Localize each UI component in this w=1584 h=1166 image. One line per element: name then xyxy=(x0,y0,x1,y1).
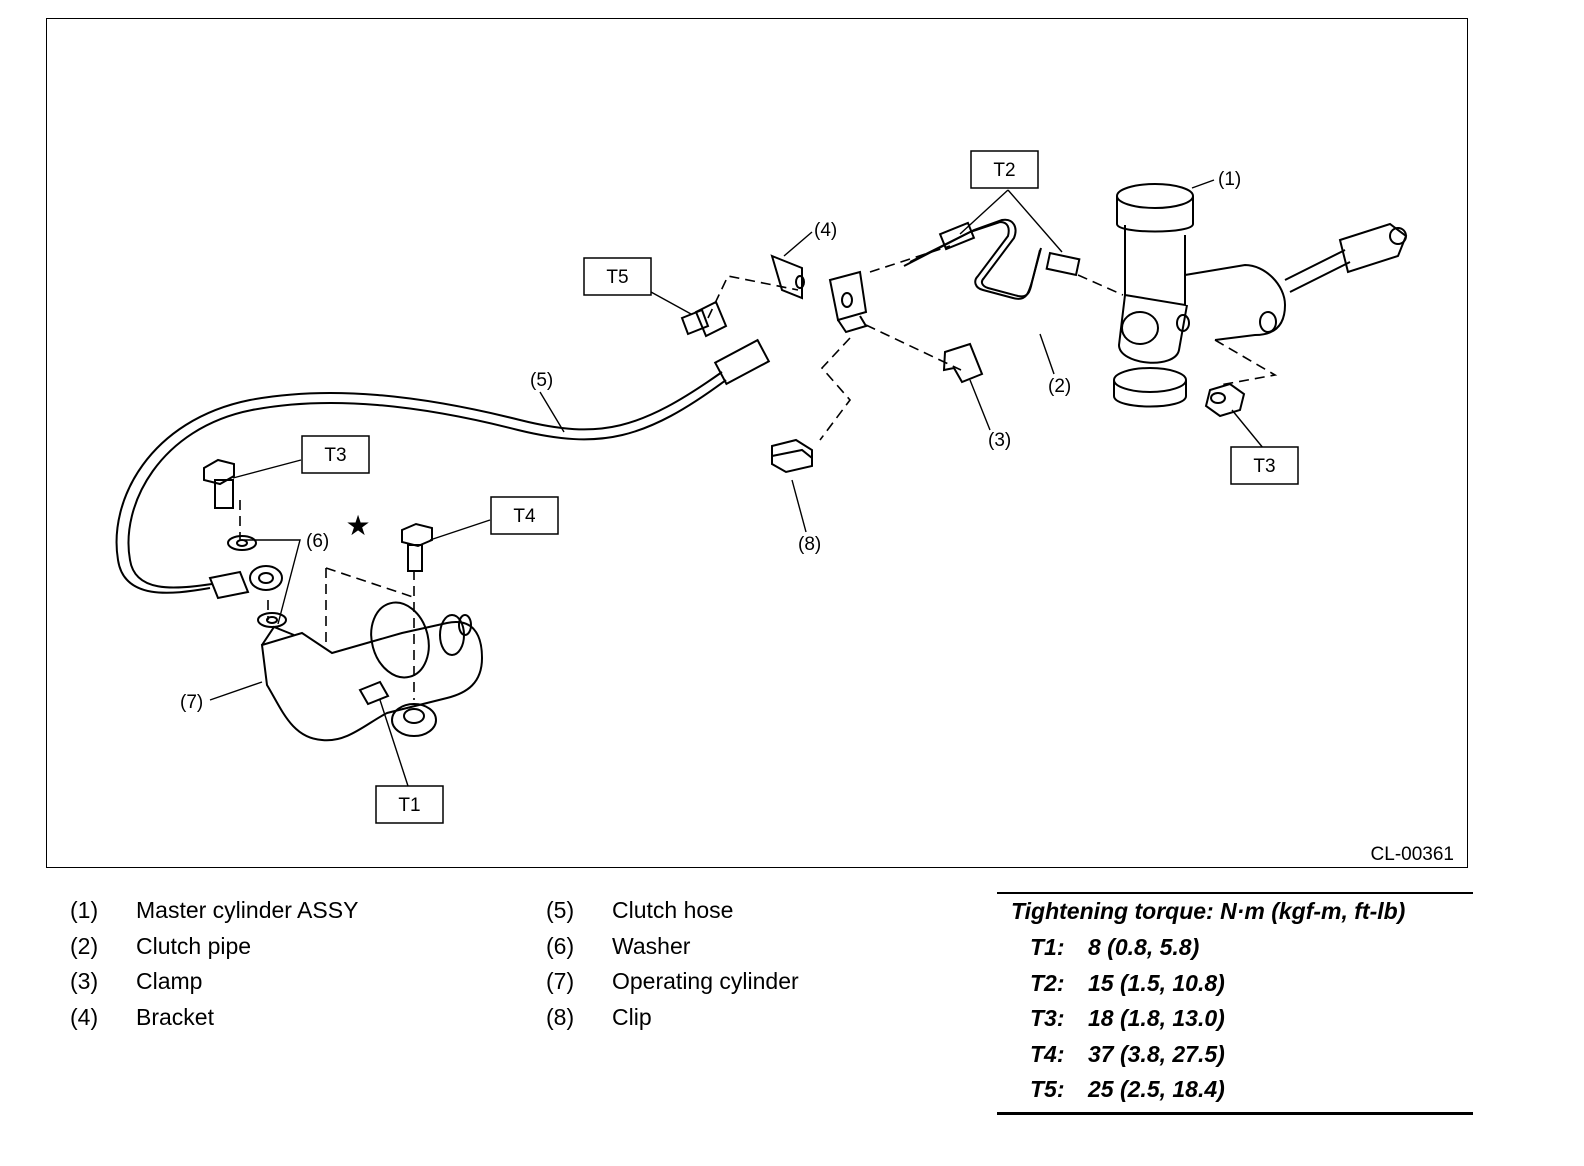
torque-top-rule xyxy=(997,892,1473,894)
torque-box-t3-hose: T3 xyxy=(301,435,370,474)
legend-item: (3)Clamp xyxy=(70,968,203,994)
torque-box-t2: T2 xyxy=(970,150,1039,189)
svg-text:T4: T4 xyxy=(513,506,536,527)
callout-8: (8) xyxy=(798,534,821,555)
figure-code: CL-00361 xyxy=(1371,844,1454,865)
assembly-lines xyxy=(239,245,1278,700)
svg-text:T1: T1 xyxy=(398,795,420,816)
clutch-hose-drawing xyxy=(115,338,771,600)
torque-box-t1: T1 xyxy=(375,785,444,824)
legend-item: (6)Washer xyxy=(546,932,691,959)
washer-drawings xyxy=(227,535,287,628)
callout-5: (5) xyxy=(530,370,553,391)
callout-2: (2) xyxy=(1048,376,1071,397)
legend-item: (4)Bracket xyxy=(70,1003,214,1030)
torque-row: T5:25 (2.5, 18.4) xyxy=(1030,1076,1225,1102)
bracket-drawing xyxy=(770,254,868,334)
clutch-hydraulic-diagram: (1) (2) (3) (4) (5) (6) (7) (8) T1 T2 T3… xyxy=(115,150,1454,865)
svg-text:T3: T3 xyxy=(1253,456,1275,477)
torque-row: T3:18 (1.8, 13.0) xyxy=(1030,1005,1225,1031)
legend-middle-column: (5)Clutch hose (6)Washer (7)Operating cy… xyxy=(546,893,799,1035)
svg-text:T5: T5 xyxy=(606,267,628,288)
star-icon: ★ xyxy=(345,509,370,542)
torque-bottom-rule xyxy=(997,1111,1473,1115)
callout-1: (1) xyxy=(1218,169,1241,190)
clip-drawing xyxy=(771,438,813,474)
master-cylinder-drawing xyxy=(1113,183,1408,418)
torque-row: T1:8 (0.8, 5.8) xyxy=(1030,934,1200,960)
torque-row: T4:37 (3.8, 27.5) xyxy=(1030,1040,1225,1067)
operating-cylinder-drawing xyxy=(260,601,484,742)
torque-row: T2:15 (1.5, 10.8) xyxy=(1030,969,1225,996)
legend-item: (8)Clip xyxy=(546,1003,652,1030)
torque-table: Tightening torque: N·m (kgf-m, ft-lb) T1… xyxy=(997,892,1473,1115)
legend-item: (1)Master cylinder ASSY xyxy=(70,897,359,923)
callout-6: (6) xyxy=(306,531,329,552)
torque-box-t3-master: T3 xyxy=(1230,446,1299,485)
legend-item: (5)Clutch hose xyxy=(546,897,734,923)
leader-lines xyxy=(209,179,1269,787)
clamp-drawing xyxy=(942,342,984,384)
clutch-pipe-drawing xyxy=(903,218,1081,300)
torque-title: Tightening torque: N·m (kgf-m, ft-lb) xyxy=(1011,898,1406,924)
callout-3: (3) xyxy=(988,430,1011,451)
callout-4: (4) xyxy=(814,220,837,241)
torque-box-t4: T4 xyxy=(490,496,559,535)
legend-left-column: (1)Master cylinder ASSY (2)Clutch pipe (… xyxy=(70,893,358,1035)
svg-text:T3: T3 xyxy=(324,445,346,466)
svg-text:T2: T2 xyxy=(993,160,1015,181)
legend-item: (2)Clutch pipe xyxy=(70,932,252,959)
torque-box-t5: T5 xyxy=(583,257,652,296)
bolt-drawings xyxy=(203,300,728,572)
legend-item: (7)Operating cylinder xyxy=(546,968,799,994)
diagram-frame xyxy=(46,18,1468,868)
callout-7: (7) xyxy=(180,692,203,713)
